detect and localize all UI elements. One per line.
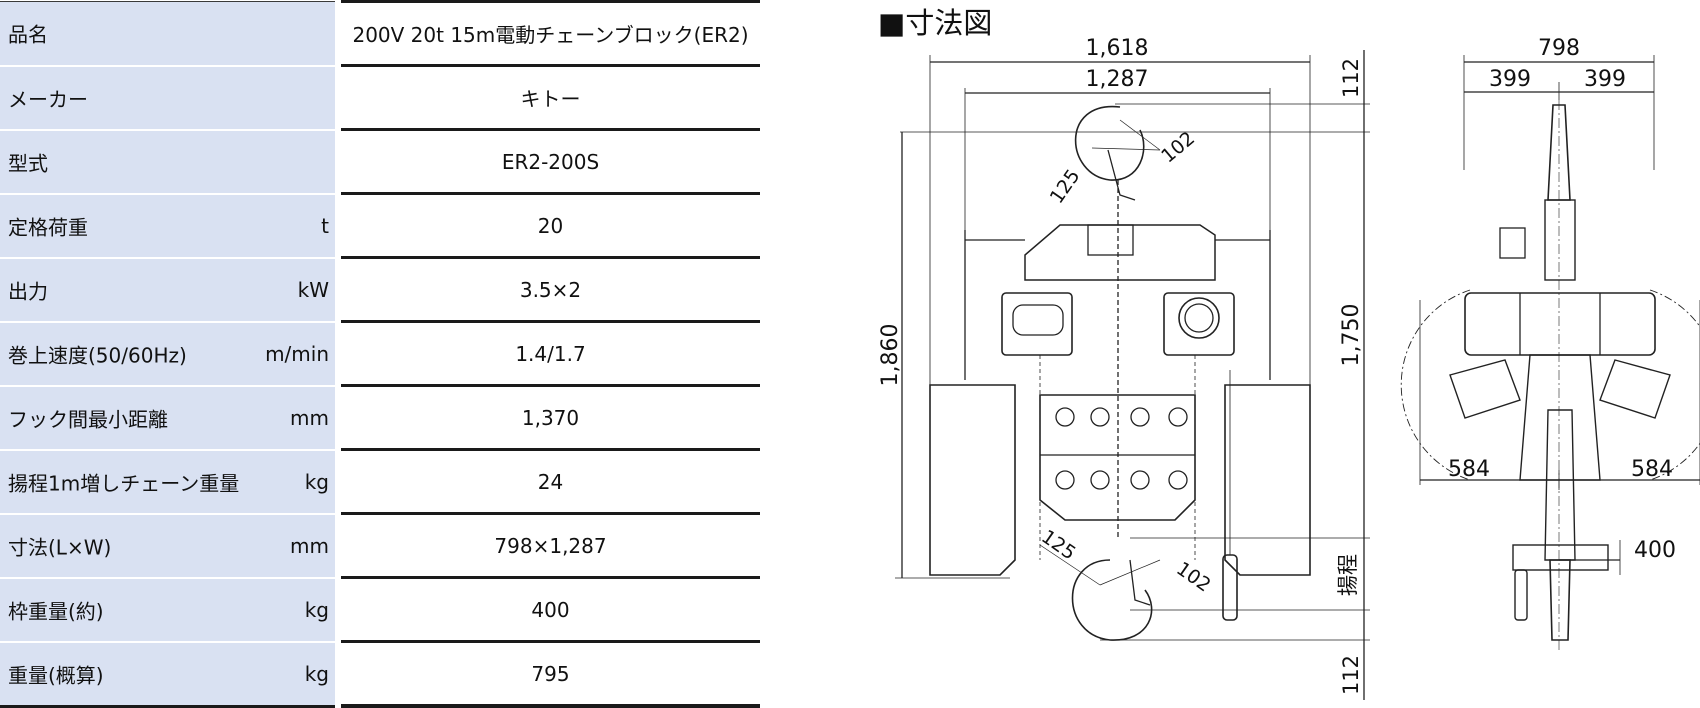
spec-unit: kg bbox=[304, 661, 329, 686]
dim-lift-label: 揚程 bbox=[1336, 554, 1360, 596]
spec-table: 品名 200V 20t 15m電動チェーンブロック(ER2) メーカー キトー型式 ER… bbox=[0, 0, 760, 708]
spec-gap bbox=[335, 65, 341, 130]
drawing-title: ■寸法図 bbox=[878, 6, 993, 40]
dim-side-half-left: 399 bbox=[1489, 67, 1531, 92]
spec-row: 揚程1m増しチェーン重量 kg 24 bbox=[0, 448, 760, 515]
spec-unit: kg bbox=[304, 469, 329, 494]
spec-label: 巻上速度(50/60Hz) bbox=[8, 343, 187, 367]
spec-gap bbox=[335, 129, 341, 194]
spec-label-cell: 枠重量(約) kg bbox=[0, 577, 335, 643]
spec-row: 型式 ER2-200S bbox=[0, 128, 760, 195]
spec-label-cell: 揚程1m増しチェーン重量 kg bbox=[0, 449, 335, 515]
spec-row: メーカー キトー bbox=[0, 64, 760, 131]
spec-label-cell: 巻上速度(50/60Hz) m/min bbox=[0, 321, 335, 387]
spec-label-cell: 出力 kW bbox=[0, 257, 335, 323]
spec-value: 400 bbox=[341, 576, 760, 642]
spec-unit: mm bbox=[290, 533, 329, 558]
dim-hook-span: 1,287 bbox=[1086, 67, 1149, 92]
spec-label-cell: フック間最小距離 mm bbox=[0, 385, 335, 451]
spec-label: 出力 bbox=[8, 279, 48, 303]
spec-label: 揚程1m増しチェーン重量 bbox=[8, 471, 240, 495]
spec-unit: m/min bbox=[265, 341, 329, 366]
dimension-labels: 1,618 1,287 112 112 1,860 1,750 125 102 … bbox=[878, 36, 1676, 695]
spec-label: 重量(概算) bbox=[8, 663, 104, 687]
spec-value: 24 bbox=[341, 448, 760, 514]
dim-hook-bot-width: 102 bbox=[1172, 558, 1214, 597]
spec-gap bbox=[335, 513, 341, 578]
side-view bbox=[1400, 55, 1700, 650]
spec-value: キトー bbox=[341, 64, 760, 130]
dim-overall-width: 1,618 bbox=[1086, 36, 1149, 61]
spec-gap bbox=[335, 641, 341, 706]
spec-label: 型式 bbox=[8, 151, 48, 175]
spec-label: フック間最小距離 bbox=[8, 407, 168, 431]
spec-row: 寸法(L×W) mm 798×1,287 bbox=[0, 512, 760, 579]
dim-side-base: 400 bbox=[1634, 538, 1676, 563]
dim-chain-height: 1,750 bbox=[1339, 304, 1364, 367]
spec-label: メーカー bbox=[8, 87, 88, 111]
spec-label-cell: 寸法(L×W) mm bbox=[0, 513, 335, 579]
spec-row: 枠重量(約) kg 400 bbox=[0, 576, 760, 643]
spec-label: 寸法(L×W) bbox=[8, 535, 112, 559]
spec-label-cell: メーカー bbox=[0, 65, 335, 131]
spec-row: 出力 kW 3.5×2 bbox=[0, 256, 760, 323]
spec-gap bbox=[335, 577, 341, 642]
spec-row: 品名 200V 20t 15m電動チェーンブロック(ER2) bbox=[0, 0, 760, 67]
dim-side-width: 798 bbox=[1538, 36, 1580, 61]
spec-value: 1,370 bbox=[341, 384, 760, 450]
spec-gap bbox=[335, 257, 341, 322]
spec-value: 20 bbox=[341, 192, 760, 258]
spec-unit: t bbox=[321, 213, 329, 238]
spec-unit: kg bbox=[304, 597, 329, 622]
dim-side-swing-left: 584 bbox=[1448, 457, 1490, 482]
spec-value: 3.5×2 bbox=[341, 256, 760, 322]
spec-row: フック間最小距離 mm 1,370 bbox=[0, 384, 760, 451]
spec-value: 798×1,287 bbox=[341, 512, 760, 578]
spec-row: 定格荷重 t 20 bbox=[0, 192, 760, 259]
spec-gap bbox=[335, 321, 341, 386]
spec-unit: mm bbox=[290, 405, 329, 430]
front-view bbox=[895, 50, 1370, 700]
dim-top-offset: 112 bbox=[1339, 58, 1363, 98]
dim-bottom-offset: 112 bbox=[1339, 655, 1363, 695]
dim-overall-height: 1,860 bbox=[878, 324, 903, 387]
dim-hook-top-width: 102 bbox=[1157, 127, 1199, 167]
spec-gap bbox=[335, 449, 341, 514]
spec-row: 巻上速度(50/60Hz) m/min 1.4/1.7 bbox=[0, 320, 760, 387]
spec-gap bbox=[335, 193, 341, 258]
dim-side-swing-right: 584 bbox=[1631, 457, 1673, 482]
spec-label: 定格荷重 bbox=[8, 215, 88, 239]
spec-label-cell: 重量(概算) kg bbox=[0, 641, 335, 708]
spec-value: 200V 20t 15m電動チェーンブロック(ER2) bbox=[341, 0, 760, 66]
spec-value: 1.4/1.7 bbox=[341, 320, 760, 386]
dim-hook-bot-dia: 125 bbox=[1037, 526, 1079, 565]
spec-label: 品名 bbox=[8, 22, 48, 47]
spec-gap bbox=[335, 1, 341, 66]
spec-label-cell: 品名 bbox=[0, 1, 335, 67]
spec-label-cell: 型式 bbox=[0, 129, 335, 195]
dim-side-half-right: 399 bbox=[1584, 67, 1626, 92]
spec-value: ER2-200S bbox=[341, 128, 760, 194]
spec-unit: kW bbox=[297, 277, 329, 302]
spec-gap bbox=[335, 385, 341, 450]
dim-hook-top-dia: 125 bbox=[1046, 165, 1085, 207]
spec-label: 枠重量(約) bbox=[8, 599, 104, 623]
spec-label-cell: 定格荷重 t bbox=[0, 193, 335, 259]
